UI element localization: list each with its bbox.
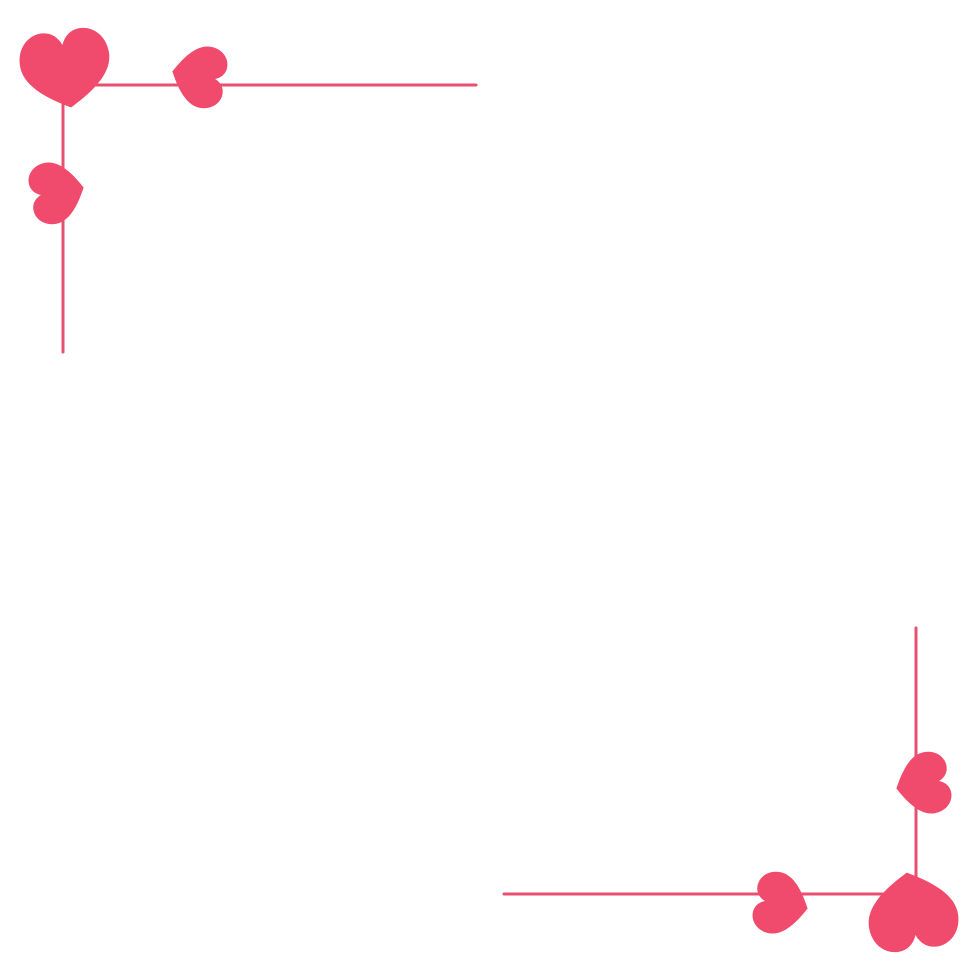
- heart-icon: [862, 866, 963, 956]
- corner-bottom-right: [502, 626, 963, 956]
- heart-icon: [890, 748, 955, 820]
- heart-icon: [25, 156, 90, 228]
- heart-icon: [166, 40, 231, 112]
- corner-top-left: [15, 24, 478, 354]
- heart-icon: [749, 868, 814, 940]
- heart-icon: [15, 24, 116, 114]
